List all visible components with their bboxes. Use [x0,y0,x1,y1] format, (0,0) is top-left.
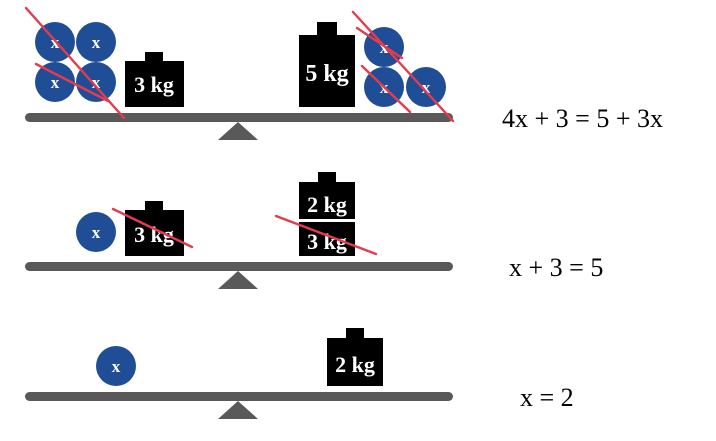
scale-1-left-strike-2 [34,62,110,103]
scale-2-right-strike [274,214,378,256]
scale-1-beam [25,113,453,122]
scale-1-left-ball-4: x [76,62,116,102]
ball-label: x [422,78,431,97]
scale-1-right-strike-2 [355,26,404,60]
scale-2-equation: x + 3 = 5 [509,253,603,282]
scale-3-fulcrum [218,401,258,419]
weight-label: 5 kg [305,61,348,87]
ball-label: x [92,73,101,92]
scale-2-left-weight: 3 kg [125,201,184,256]
scale-1-right-strike-3 [360,64,412,114]
scale-3-right-weight: 2 kg [327,328,383,386]
ball-label: x [92,33,101,52]
scale-1-left-ball-3: x [35,62,75,102]
scale-2-fulcrum [218,271,258,289]
scale-3-beam [25,392,453,401]
scale-2-right-weight-top: 2 kg [299,172,355,219]
ball-label: x [112,357,121,376]
scale-3-left-ball-1: x [96,346,136,386]
scale-2-left-strike [111,207,194,249]
weight-label: 3 kg [134,72,174,97]
scale-1-left-weight: 3 kg [125,52,184,107]
ball-label: x [51,73,60,92]
scale-1: x x x x 3 kg 5 kg x [24,6,663,140]
scale-1-fulcrum [218,122,258,140]
scale-2: x 3 kg 2 kg 3 kg x + 3 = 5 [25,172,603,289]
ball-label: x [92,223,101,242]
scale-1-left-ball-2: x [76,22,116,62]
scale-1-left-strike-1 [24,6,126,120]
scale-1-right-weight: 5 kg [299,22,355,107]
weight-label: 2 kg [307,192,347,217]
scale-2-beam [25,262,453,271]
scale-3: x 2 kg x = 2 [25,328,574,419]
scale-2-left-ball-1: x [76,212,116,252]
scale-1-right-strike-1 [351,10,455,123]
scale-1-equation: 4x + 3 = 5 + 3x [502,104,663,133]
scale-3-equation: x = 2 [520,383,574,412]
scale-1-right-ball-3: x [406,67,446,107]
weight-label: 2 kg [335,352,375,377]
